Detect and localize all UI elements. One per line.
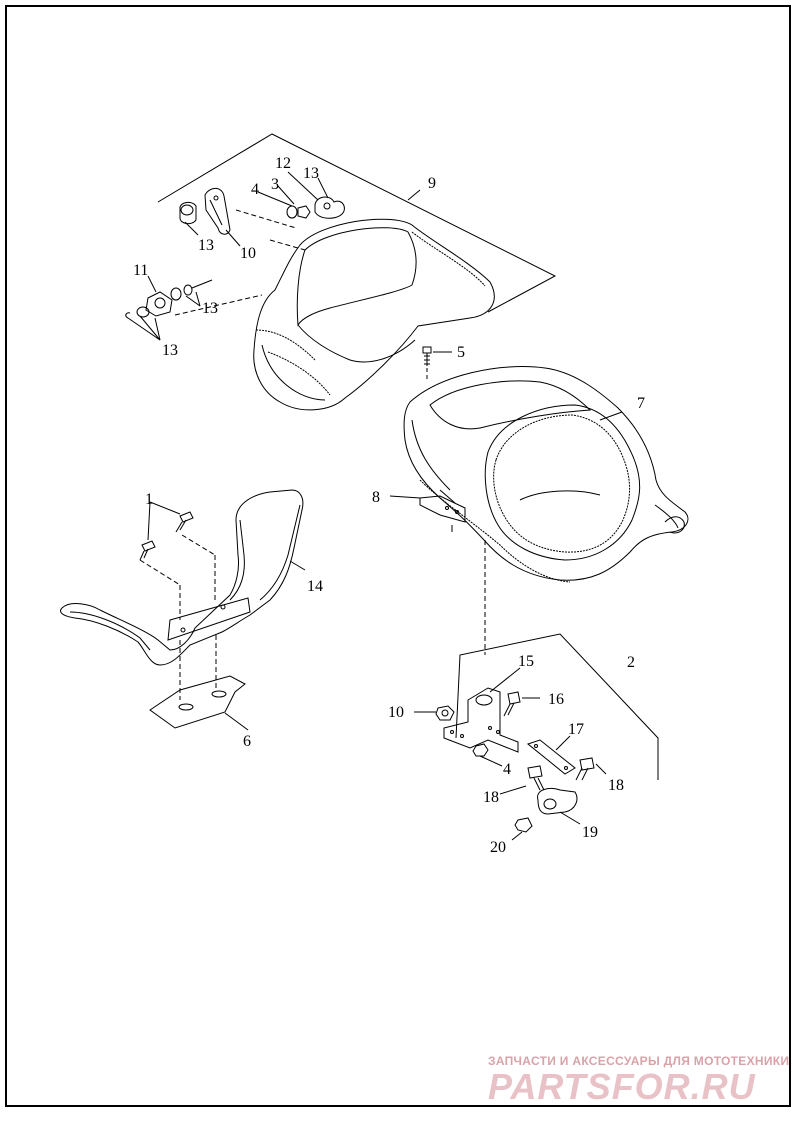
callout-19: 19 (582, 824, 598, 841)
callout-13-top: 13 (303, 165, 319, 182)
callout-3: 3 (271, 176, 279, 193)
callout-14: 14 (307, 578, 323, 595)
callout-16: 16 (548, 691, 564, 708)
screws-1 (139, 501, 216, 620)
watermark-logo: PARTSFOR.RU (488, 1066, 756, 1107)
bracket-kit-parts (414, 411, 623, 841)
callout-13-mid: 13 (202, 300, 218, 317)
passenger-rail-14 (60, 489, 306, 666)
bracket-kit-bracket (455, 540, 659, 780)
rider-seat-edge-lines (411, 419, 451, 491)
callout-13-left: 13 (198, 237, 214, 254)
callout-15: 15 (518, 653, 534, 670)
callout-10-top: 10 (240, 245, 256, 262)
callout-4-bottom: 4 (503, 761, 511, 778)
callout-10-bottom: 10 (388, 704, 404, 721)
watermark-caption: ЗАПЧАСТИ И АКСЕССУАРЫ ДЛЯ МОТОТЕХНИКИ (488, 1054, 790, 1068)
backrest-mounting-hardware (125, 187, 345, 319)
backrest-assembly-bracket (157, 133, 557, 313)
rider-seat (403, 366, 689, 583)
callout-11: 11 (133, 262, 148, 279)
callout-20: 20 (490, 839, 506, 856)
callout-4-top: 4 (251, 181, 259, 198)
callout-9: 9 (428, 175, 436, 192)
callout-6: 6 (243, 733, 251, 750)
callout-5: 5 (457, 344, 465, 361)
page-border (5, 5, 791, 1107)
callout-7: 7 (637, 395, 645, 412)
callout-12: 12 (275, 155, 291, 172)
mount-plate-6 (149, 635, 249, 731)
callout-18-left: 18 (483, 789, 499, 806)
callout-13-bottom: 13 (162, 342, 178, 359)
screw-5 (422, 346, 452, 380)
callout-2: 2 (627, 654, 635, 671)
callout-18-right: 18 (608, 777, 624, 794)
callout-17: 17 (568, 721, 584, 738)
leader-lines (127, 171, 421, 341)
backrest-pad (253, 218, 495, 411)
callout-8: 8 (372, 489, 380, 506)
seat-bracket-8 (389, 489, 466, 532)
callout-numbers: 12 13 4 3 9 13 10 11 13 13 5 7 8 1 14 2 … (133, 155, 645, 856)
callout-1: 1 (145, 491, 153, 508)
